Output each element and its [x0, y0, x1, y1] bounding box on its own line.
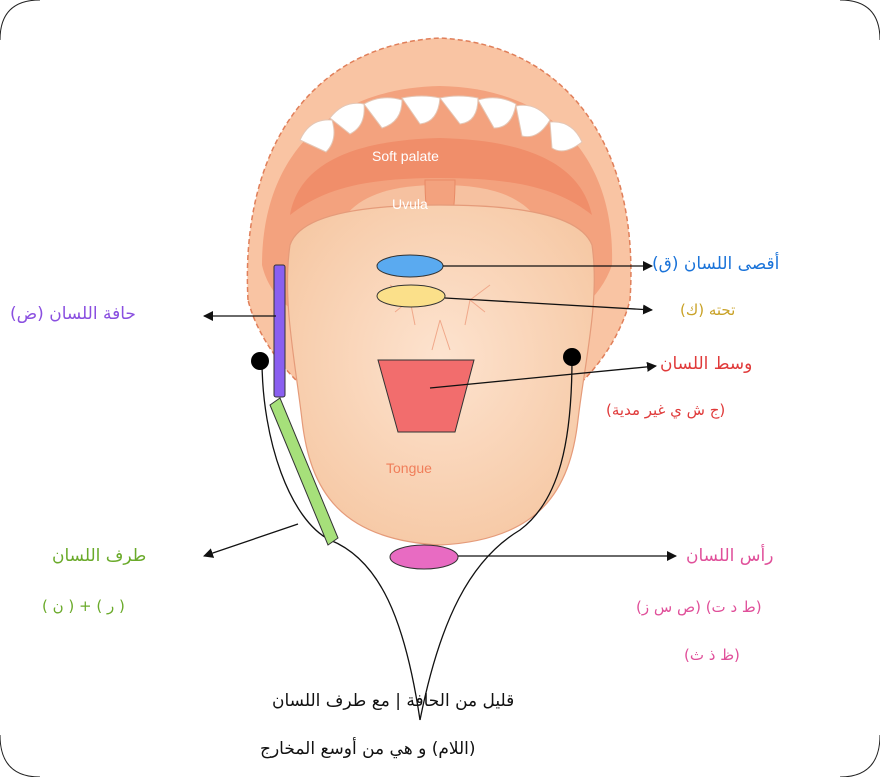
- arrow-tip-side: [204, 524, 298, 556]
- label-head-letters-1: (ط د ت) (ص س ز): [636, 600, 762, 615]
- label-middle-letters: (ج ش ي غير مدية): [606, 403, 725, 418]
- label-edge-of-tongue: حافة اللسان (ض): [10, 306, 136, 323]
- uvula-label: Uvula: [392, 196, 428, 212]
- lam-dot-right: [563, 348, 581, 366]
- label-back-of-tongue: أقصى اللسان (ق): [652, 256, 779, 273]
- label-lam-line1: قليل من الحافة | مع طرف اللسان: [272, 693, 514, 710]
- under-back-marker: [377, 285, 445, 307]
- frame-corner-tl: [0, 0, 40, 40]
- tongue-label: Tongue: [386, 460, 432, 476]
- head-of-tongue-marker: [390, 545, 458, 569]
- soft-palate-label: Soft palate: [372, 148, 439, 164]
- lam-dot-left: [251, 352, 269, 370]
- frame-corner-br: [840, 735, 880, 777]
- label-tip-side: طرف اللسان: [52, 548, 146, 565]
- label-lam-line2: (اللام) و هي من أوسع المخارج: [260, 741, 476, 758]
- label-tip-side-letters: ( ن ) + ( ر ): [42, 599, 125, 614]
- frame-corner-tr: [840, 0, 880, 40]
- label-under-back: تحته (ك): [680, 303, 735, 318]
- label-head-letters-2: (ظ ذ ث): [684, 648, 740, 663]
- back-of-tongue-marker: [377, 255, 443, 277]
- label-middle-of-tongue: وسط اللسان: [660, 356, 752, 373]
- edge-marker: [274, 265, 285, 397]
- label-head-of-tongue: رأس اللسان: [686, 548, 773, 565]
- frame-corner-bl: [0, 735, 40, 777]
